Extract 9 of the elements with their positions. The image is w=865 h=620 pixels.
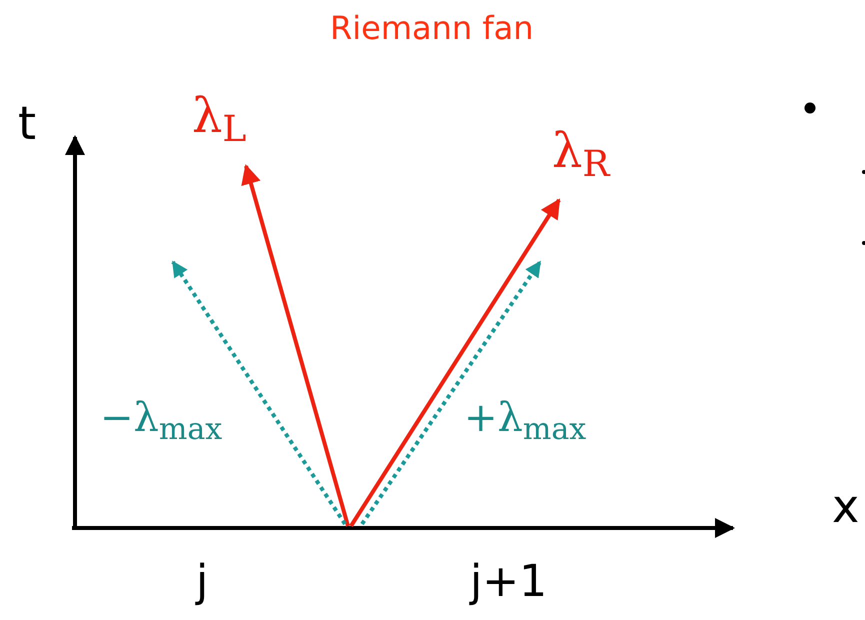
- grid-index-label: j+1: [470, 560, 548, 604]
- wave-speed-label: λ$_{R}$: [552, 127, 610, 175]
- wave-speed-label: λ$_{L}$: [192, 92, 246, 140]
- max-speed-label: −λ$_{max}$: [100, 398, 222, 438]
- axis-label: x: [832, 483, 860, 529]
- title: Riemann fan: [330, 12, 534, 44]
- grid-index-label: j: [196, 560, 208, 604]
- axis-label: t: [18, 100, 36, 146]
- max-speed-label: +λ$_{max}$: [464, 398, 586, 438]
